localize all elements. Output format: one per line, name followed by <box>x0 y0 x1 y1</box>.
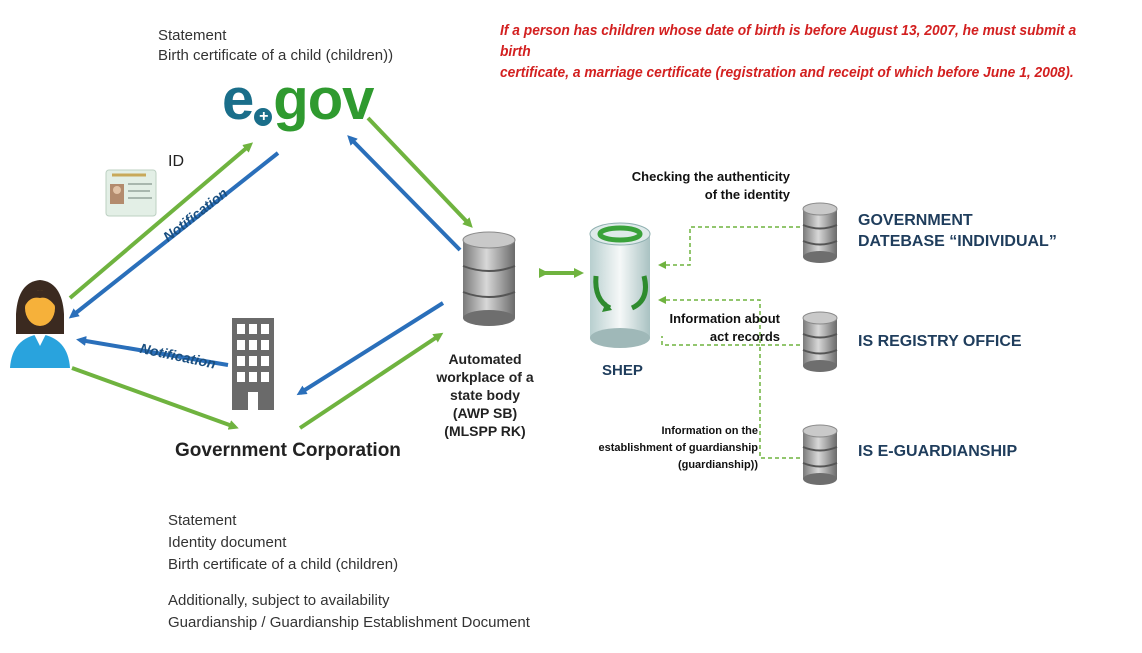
corp-statement-line: Identity document <box>168 534 287 551</box>
egov-statement-line-1: Statement <box>158 27 227 44</box>
spacer <box>168 576 530 590</box>
db-name-individual: GOVERNMENT DATEBASE “INDIVIDUAL” <box>858 210 1057 252</box>
checking-authenticity-label: Checking the authenticity of the identit… <box>610 168 790 204</box>
arrow-egov-to-person <box>68 151 280 319</box>
government-corporation-label: Government Corporation <box>175 440 401 461</box>
dashed-guardianship-to-shep <box>759 345 800 459</box>
egov-logo-gov: gov <box>273 67 374 132</box>
corp-statement-line: Statement <box>168 512 237 529</box>
person-icon <box>10 280 70 368</box>
corp-statement-extra-line: Additionally, subject to availability <box>168 592 390 609</box>
arrow-person-to-egov <box>68 142 254 300</box>
awp-line: workplace of a <box>436 369 534 385</box>
guardianship-line: Information on the <box>661 425 758 437</box>
arrow-corp-to-person <box>76 336 229 367</box>
db-name-registry: IS REGISTRY OFFICE <box>858 331 1022 352</box>
awp-line: (AWP SB) <box>452 405 518 421</box>
egov-statement: Statement Birth certificate of a child (… <box>158 26 393 66</box>
dashed-individual-to-shep <box>658 226 800 269</box>
note-line-1: If a person has children whose date of b… <box>500 22 1077 60</box>
building-icon <box>232 318 274 410</box>
dashed-registry-to-shep-2 <box>661 336 760 346</box>
eligibility-note: If a person has children whose date of b… <box>500 20 1089 83</box>
guardianship-line: (guardianship)) <box>677 459 758 471</box>
arrow-awp-to-corp <box>296 301 445 396</box>
arrow-egov-to-awp <box>366 116 473 228</box>
note-line-2: certificate, a marriage certificate (reg… <box>500 64 1074 81</box>
dashed-registry-to-shep <box>658 296 800 346</box>
act-records-line: Information about <box>669 311 781 326</box>
shep-label: SHEP <box>602 362 643 379</box>
arrow-person-to-corp <box>71 366 239 430</box>
guardianship-line: establishment of guardianship <box>598 442 758 454</box>
egov-logo-e: e <box>222 67 254 132</box>
awp-line: (MLSPP RK) <box>444 423 526 439</box>
corp-statement: Statement Identity document Birth certif… <box>168 510 530 634</box>
act-records-label: Information about act records <box>660 310 781 346</box>
checking-line: Checking the authenticity <box>631 169 790 184</box>
egov-logo-plus-icon: + <box>254 108 273 126</box>
db-name-line: DATEBASE “INDIVIDUAL” <box>858 233 1057 250</box>
awp-line: state body <box>449 387 520 403</box>
awp-database-icon <box>462 231 516 326</box>
id-label: ID <box>168 153 184 170</box>
database-icon-guardianship <box>802 424 838 485</box>
id-card-icon <box>105 169 157 217</box>
shep-database-icon <box>589 222 651 348</box>
corp-statement-line: Birth certificate of a child (children) <box>168 556 399 573</box>
database-icon-individual <box>802 202 838 263</box>
checking-line: of the identity <box>704 187 790 202</box>
egov-logo: e+gov <box>222 67 374 132</box>
db-name-line: IS E-GUARDIANSHIP <box>858 443 1018 460</box>
arrow-corp-to-awp <box>298 332 444 430</box>
database-icon-registry <box>802 311 838 372</box>
guardianship-info-label: Information on the establishment of guar… <box>570 423 758 474</box>
act-records-line: act records <box>709 329 780 344</box>
awp-line: Automated <box>448 351 522 367</box>
db-name-line: GOVERNMENT <box>858 212 973 229</box>
db-name-guardianship: IS E-GUARDIANSHIP <box>858 441 1017 462</box>
arrow-awp-to-egov <box>347 135 462 252</box>
awp-label: Automated workplace of a state body (AWP… <box>420 350 550 440</box>
db-name-line: IS REGISTRY OFFICE <box>858 333 1022 350</box>
corp-statement-extra-line: Guardianship / Guardianship Establishmen… <box>168 614 530 631</box>
egov-statement-line-2: Birth certificate of a child (children)) <box>158 47 394 64</box>
